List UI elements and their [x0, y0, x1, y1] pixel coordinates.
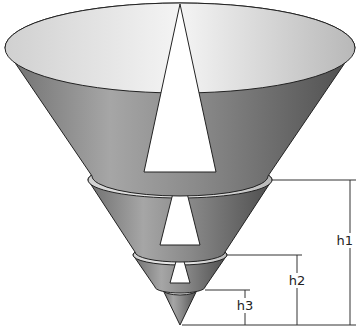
- cutout: [144, 4, 216, 172]
- dimension-label: h2: [288, 273, 307, 288]
- dimension-label: h1: [335, 233, 354, 248]
- cone-piece: [5, 3, 355, 196]
- dimension-lines: [182, 180, 356, 325]
- dimension-label: h3: [236, 298, 255, 313]
